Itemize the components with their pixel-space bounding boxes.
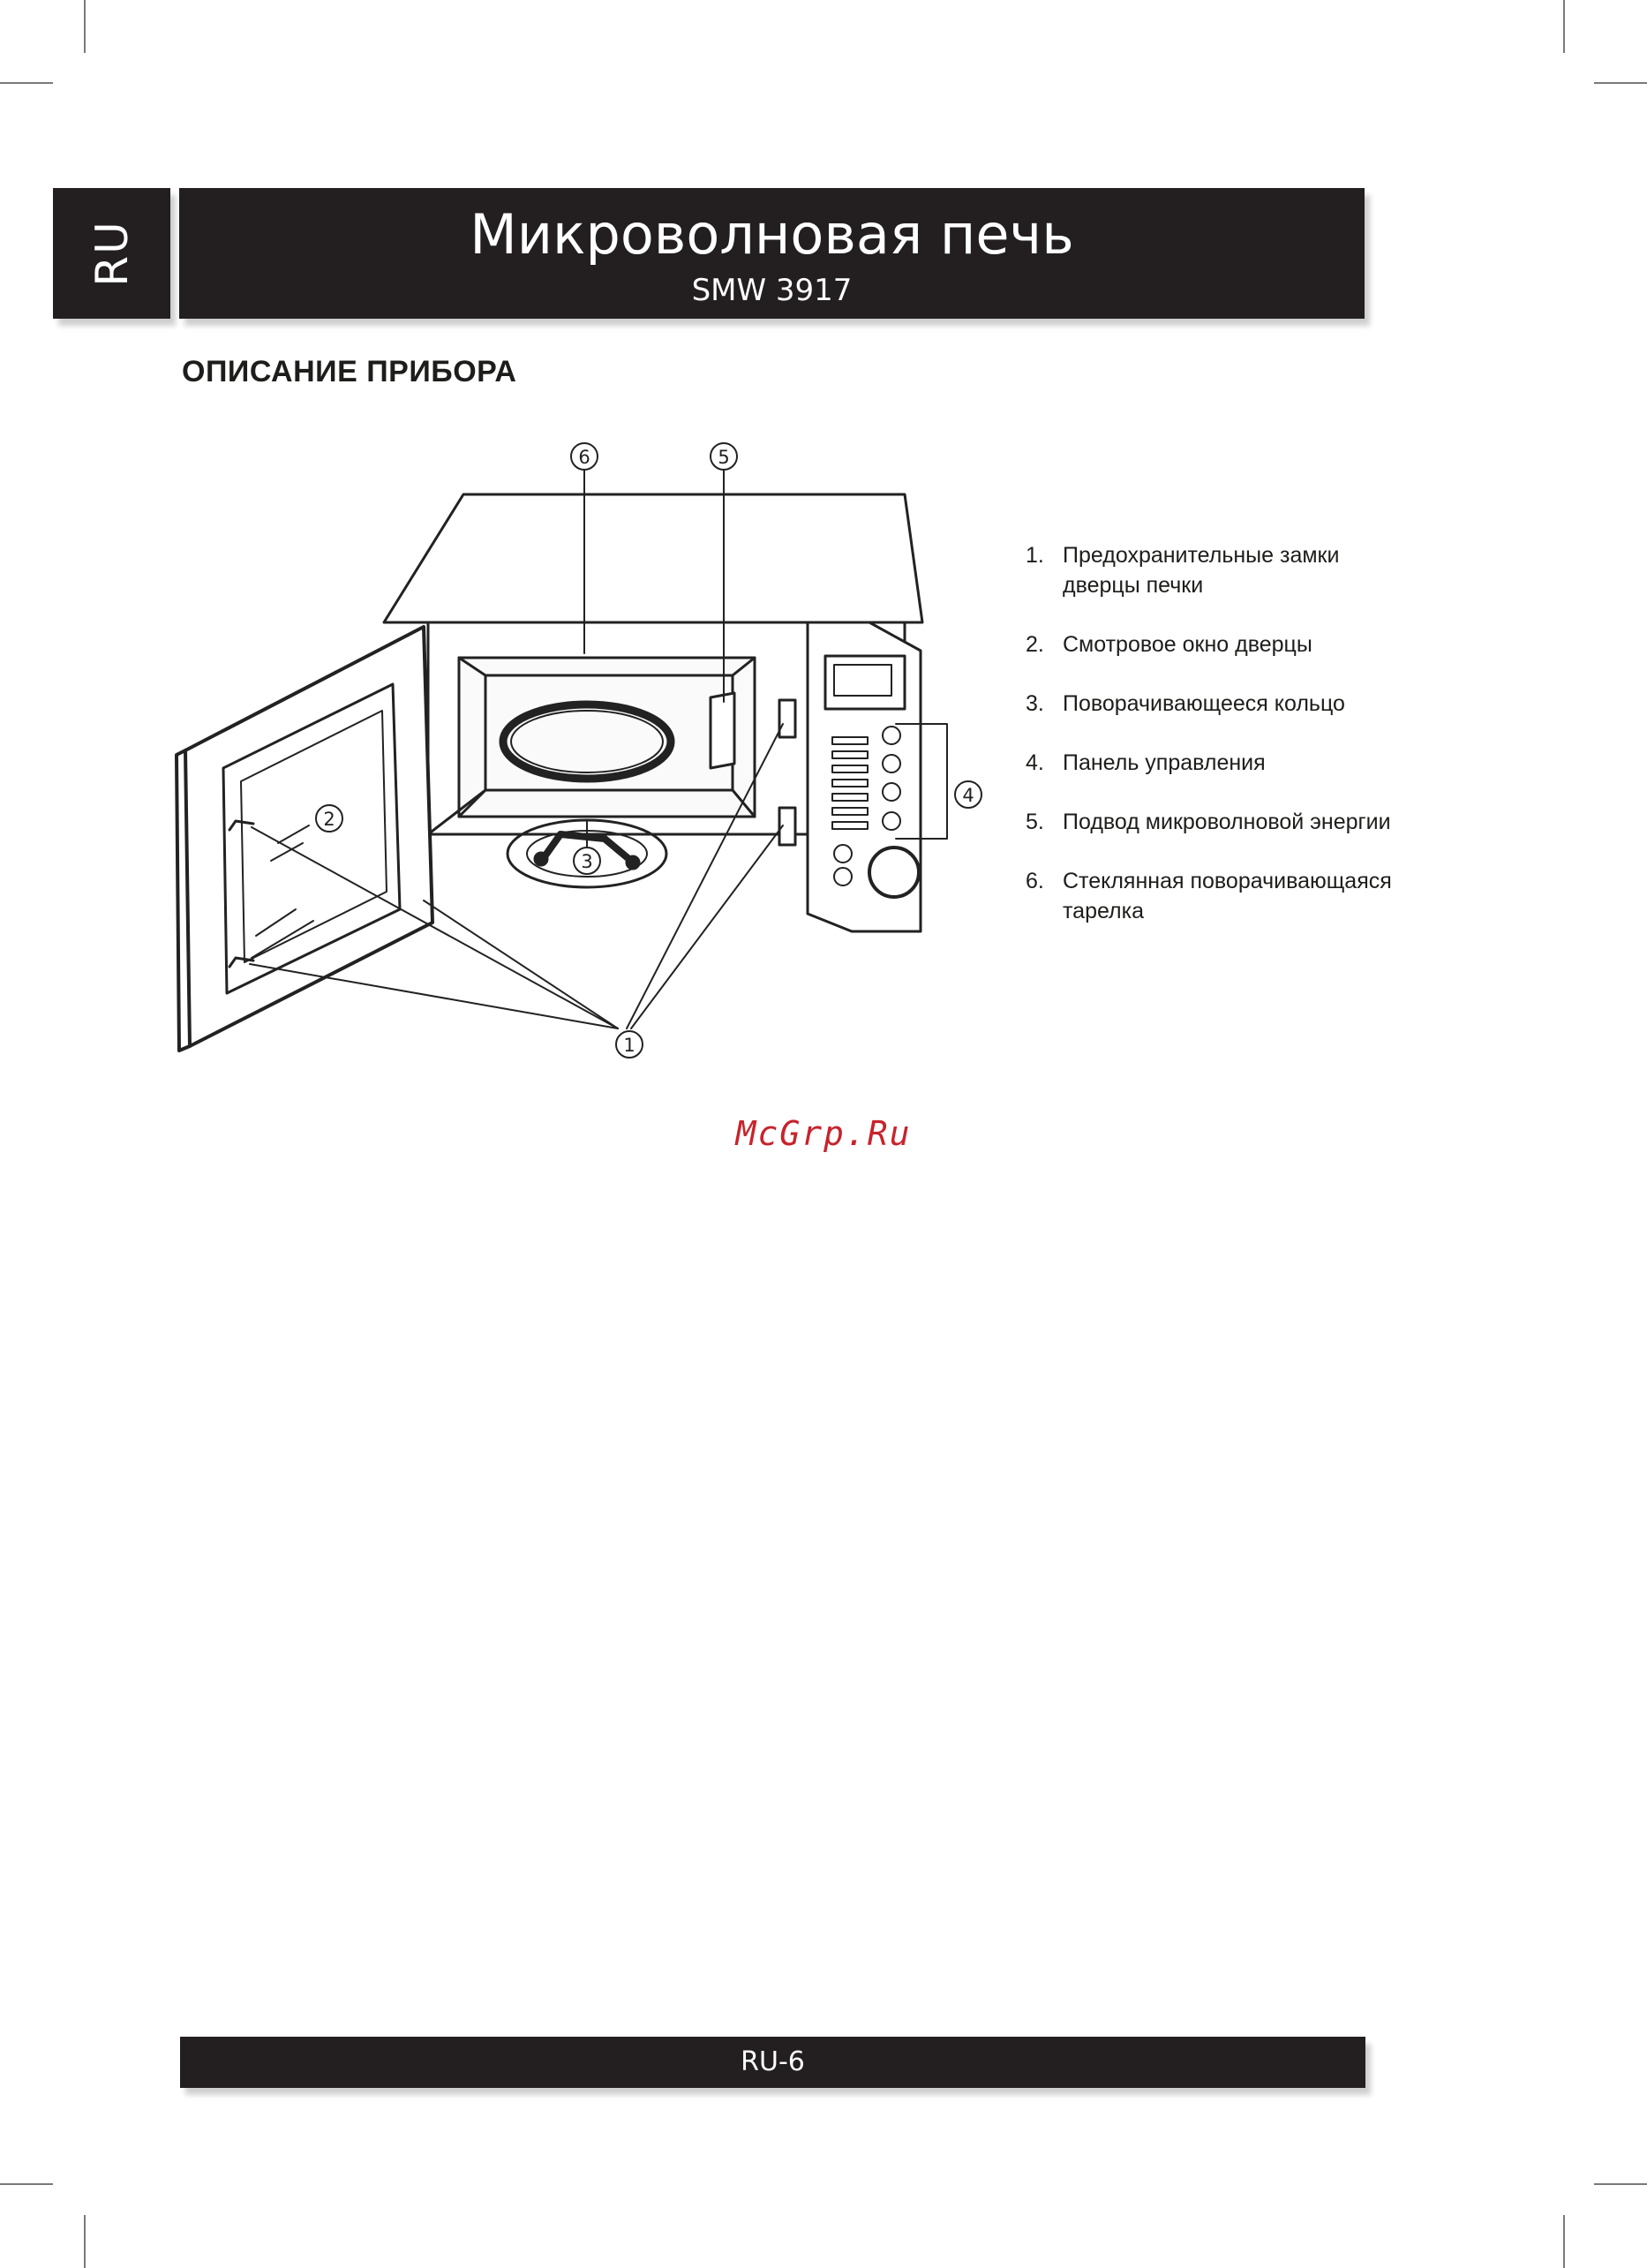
crop-mark [1594, 82, 1647, 84]
microwave-diagram: 1 2 3 4 5 6 [172, 419, 1002, 1073]
legend-item: 6. Стеклянная поворачивающаяся тарелка [1026, 866, 1396, 926]
crop-mark [1563, 0, 1565, 53]
legend-item: 1. Предохранительные замки дверцы печки [1026, 540, 1396, 600]
title-bar: Микроволновая печь SMW 3917 [179, 188, 1365, 319]
legend-item: 4. Панель управления [1026, 748, 1396, 778]
page-title: Микроволновая печь [179, 202, 1365, 267]
latch-slot [779, 700, 795, 737]
legend-text: Стеклянная поворачивающаяся тарелка [1063, 869, 1392, 923]
callout-label: 4 [962, 785, 974, 806]
crop-mark [1594, 2183, 1647, 2185]
callout-label: 3 [581, 851, 592, 872]
legend-number: 3. [1026, 689, 1044, 719]
crop-mark [84, 0, 86, 53]
legend-number: 5. [1026, 807, 1044, 837]
legend-text: Поворачивающееся кольцо [1063, 691, 1345, 716]
section-heading: ОПИСАНИЕ ПРИБОРА [182, 355, 516, 389]
legend-item: 2. Смотровое окно дверцы [1026, 629, 1396, 659]
crop-mark [0, 82, 53, 84]
callout-label: 1 [623, 1035, 635, 1056]
legend-text: Подвод микроволновой энергии [1063, 810, 1391, 834]
callout-label: 5 [718, 447, 729, 468]
language-code: RU [86, 220, 138, 286]
legend-item: 3. Поворачивающееся кольцо [1026, 689, 1396, 719]
callout-label: 6 [578, 447, 590, 468]
legend-number: 4. [1026, 748, 1044, 778]
legend-text: Предохранительные замки дверцы печки [1063, 543, 1339, 598]
cabinet-top [384, 494, 922, 622]
page-footer: RU-6 [180, 2037, 1365, 2088]
parts-legend: 1. Предохранительные замки дверцы печки … [1026, 540, 1396, 955]
legend-text: Смотровое окно дверцы [1063, 632, 1312, 657]
model-number: SMW 3917 [179, 273, 1365, 308]
legend-number: 2. [1026, 629, 1044, 659]
legend-number: 6. [1026, 866, 1044, 896]
legend-number: 1. [1026, 540, 1044, 570]
callout-label: 2 [323, 809, 335, 830]
page-number: RU-6 [741, 2046, 805, 2077]
legend-text: Панель управления [1063, 750, 1266, 775]
crop-mark [1563, 2215, 1565, 2268]
crop-mark [0, 2183, 53, 2185]
legend-item: 5. Подвод микроволновой энергии [1026, 807, 1396, 837]
crop-mark [84, 2215, 86, 2268]
waveguide-cover [711, 693, 734, 768]
language-tab: RU [53, 188, 170, 319]
watermark: McGrp.Ru [0, 1114, 1647, 1153]
